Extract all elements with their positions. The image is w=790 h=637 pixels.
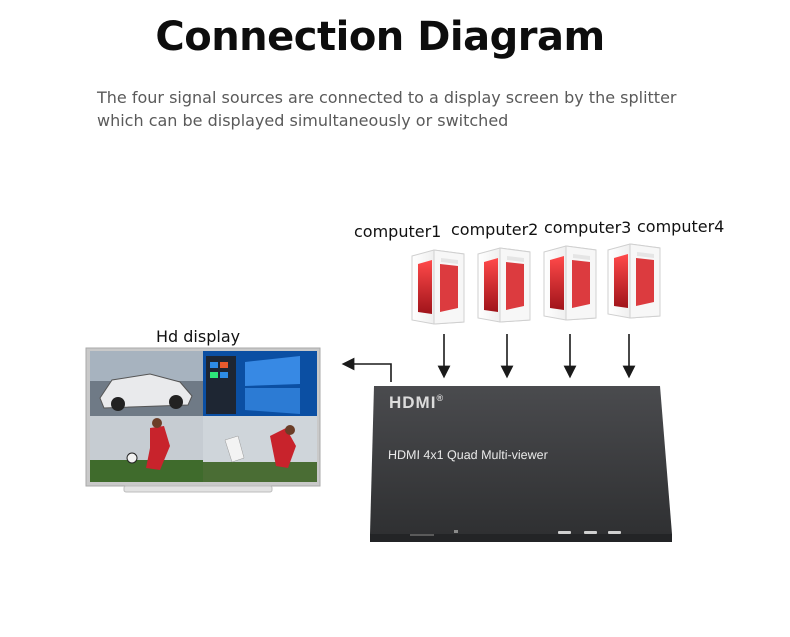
computer4-label: computer4 — [637, 217, 725, 236]
hdmi-logo-icon: HDMI® — [389, 393, 444, 413]
computer2-label: computer2 — [451, 220, 539, 239]
registered-mark: ® — [436, 393, 445, 403]
device-name: HDMI 4x1 Quad Multi-viewer — [387, 448, 549, 462]
computer2-tower-icon — [477, 247, 531, 323]
page-title: Connection Diagram — [155, 14, 605, 60]
hd-display-icon — [85, 347, 321, 493]
computer1-label: computer1 — [354, 222, 442, 241]
subtitle-line-2: which can be displayed simultaneously or… — [97, 111, 509, 130]
computer1-tower-icon — [411, 249, 465, 325]
computer3-label: computer3 — [544, 218, 632, 237]
subtitle-line-1: The four signal sources are connected to… — [97, 88, 677, 107]
multi-viewer-device — [370, 386, 672, 542]
arrow-device-to-display — [341, 357, 392, 382]
computer3-tower-icon — [543, 245, 597, 321]
computer4-tower-icon — [607, 243, 661, 319]
hdmi-logo-text: HDMI — [389, 393, 437, 412]
display-label: Hd display — [156, 327, 241, 346]
page-subtitle: The four signal sources are connected to… — [97, 86, 737, 132]
